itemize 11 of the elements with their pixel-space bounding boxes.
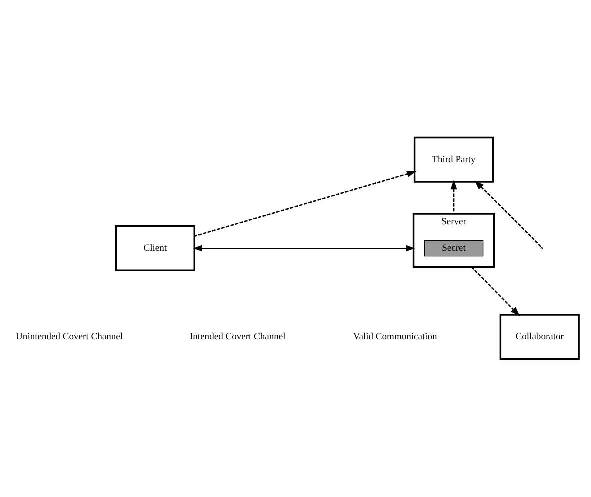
node-box: Secret: [424, 240, 484, 257]
node-box: Third Party: [414, 136, 494, 183]
node-box: Client: [115, 226, 196, 272]
arrow: [471, 266, 520, 316]
arrow: [194, 170, 417, 237]
arrow: [450, 180, 458, 214]
node-box: Collaborator: [500, 314, 580, 360]
arrow: [474, 180, 542, 248]
legend-label: Unintended Covert Channel: [16, 332, 123, 343]
legend-label: Intended Covert Channel: [190, 332, 286, 343]
legend-label: Valid Communication: [353, 332, 438, 343]
